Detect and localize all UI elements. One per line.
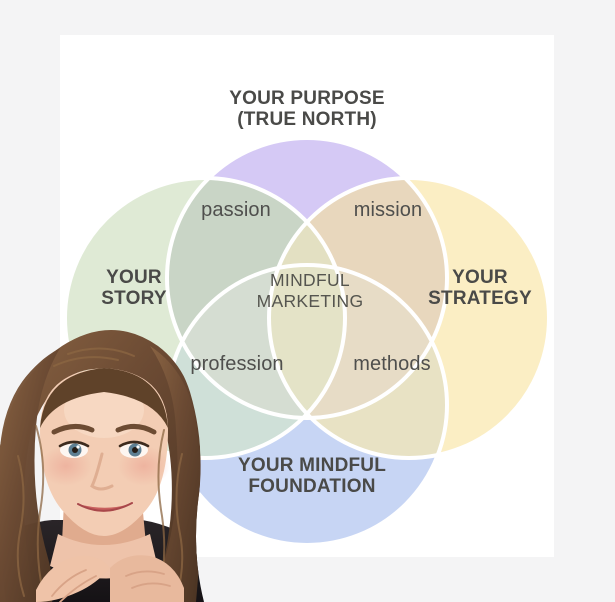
venn-diagram-graphic [63,136,551,547]
diagram-canvas: YOUR PURPOSE (TRUE NORTH) YOUR STORY YOU… [0,35,554,602]
